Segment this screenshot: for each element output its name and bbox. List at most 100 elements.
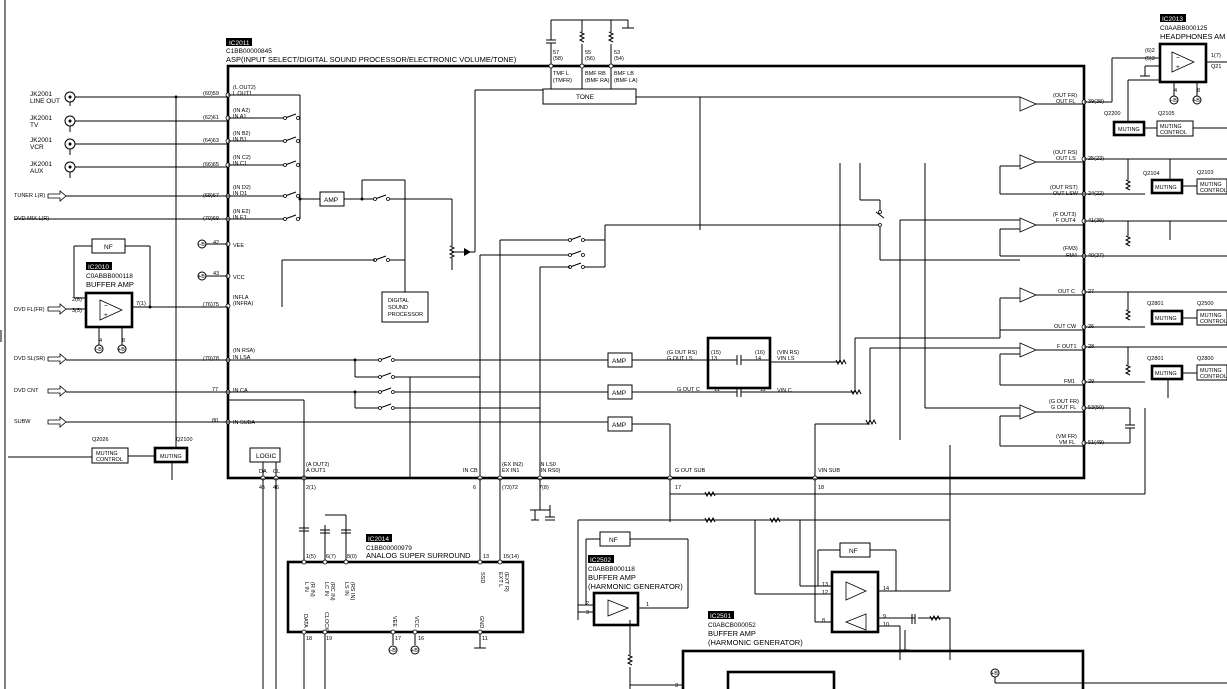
svg-text:1(7): 1(7) <box>1211 53 1221 59</box>
svg-text:19: 19 <box>326 636 332 642</box>
svg-text:Q21: Q21 <box>1211 64 1221 70</box>
svg-text:AMP: AMP <box>612 358 626 365</box>
vin-box: (15) 13 (16) 14 11 12 (VIN RS) VIN LS VI… <box>706 336 1020 478</box>
surround-amps: AMP AMP AMP (G OUT RS) G OUT LS G OUT C <box>607 350 708 478</box>
svg-text:ANALOG SUPER SURROUND: ANALOG SUPER SURROUND <box>366 551 471 560</box>
svg-text:GND: GND <box>478 616 484 628</box>
svg-text:PROCESSOR: PROCESSOR <box>388 312 423 318</box>
svg-text:C0ABBB000118: C0ABBB000118 <box>86 273 133 280</box>
svg-text:12: 12 <box>822 590 828 596</box>
svg-text:L IN: L IN <box>303 582 309 592</box>
svg-text:INFLA: INFLA <box>233 295 249 301</box>
svg-text:6: 6 <box>473 485 476 491</box>
ic2011-left-pins: (60)59(L OUT2)L OUT1 (62)61(IN A2)IN A1 … <box>203 85 256 426</box>
svg-text:(62)61: (62)61 <box>203 115 219 121</box>
svg-text:BMF LB: BMF LB <box>614 71 634 77</box>
svg-text:3: 3 <box>675 683 678 689</box>
svg-text:IN SUBA: IN SUBA <box>233 420 255 426</box>
svg-text:(IN B2): (IN B2) <box>233 131 251 137</box>
svg-text:(G OUT RS): (G OUT RS) <box>667 350 697 356</box>
svg-text:(6)2: (6)2 <box>1145 48 1155 54</box>
svg-text:IN C1: IN C1 <box>233 161 247 167</box>
svg-text:Q2105: Q2105 <box>1158 111 1175 117</box>
svg-text:MUTING: MUTING <box>160 454 182 460</box>
svg-text:MUTING: MUTING <box>1155 316 1177 322</box>
svg-text:−B: −B <box>389 648 396 654</box>
svg-text:(RC IN): (RC IN) <box>329 582 335 601</box>
left-pin-61: (62)61(IN A2)IN A1 <box>203 108 250 121</box>
svg-text:TV: TV <box>30 122 39 129</box>
svg-text:Q2104: Q2104 <box>1143 171 1160 177</box>
svg-text:EXT L: EXT L <box>497 572 503 587</box>
digital-sound-processor: DIGITAL SOUND PROCESSOR <box>381 291 429 323</box>
internal-bus <box>479 97 1020 478</box>
svg-text:NF: NF <box>104 244 113 251</box>
svg-text:7(8): 7(8) <box>539 485 549 491</box>
ic2014-block: IC2014 C1BB00000979 ANALOG SUPER SURROUN… <box>286 514 525 689</box>
svg-text:(G OUT FR): (G OUT FR) <box>1049 399 1079 405</box>
svg-text:IN LSA: IN LSA <box>233 355 251 361</box>
svg-text:MUTING: MUTING <box>1118 127 1140 133</box>
svg-text:+: + <box>104 312 108 319</box>
svg-text:LOGIC: LOGIC <box>256 453 277 460</box>
svg-text:MUTING: MUTING <box>1155 185 1177 191</box>
svg-text:Q2801: Q2801 <box>1147 356 1164 362</box>
svg-text:F OUT1: F OUT1 <box>1057 344 1077 350</box>
svg-text:LINE OUT: LINE OUT <box>30 98 60 105</box>
svg-text:(IN RS0): (IN RS0) <box>539 468 561 474</box>
svg-text:IN A1: IN A1 <box>233 114 246 120</box>
dvd-cnt-label: DVD CNT <box>14 388 39 394</box>
svg-text:DATA: DATA <box>302 614 308 628</box>
svg-text:55: 55 <box>585 50 591 56</box>
svg-text:CL: CL <box>273 469 280 475</box>
svg-text:CONTROL: CONTROL <box>1200 374 1227 380</box>
svg-text:MUTING: MUTING <box>1200 182 1222 188</box>
svg-text:14: 14 <box>883 586 889 592</box>
svg-text:−: − <box>1176 55 1180 62</box>
svg-text:+B: +B <box>411 648 418 654</box>
svg-text:VM FL: VM FL <box>1059 440 1075 446</box>
svg-text:+B: +B <box>991 671 998 677</box>
svg-text:AMP: AMP <box>324 197 338 204</box>
svg-text:L OUT1: L OUT1 <box>233 91 252 97</box>
svg-text:−B: −B <box>1170 98 1177 104</box>
svg-text:VIN LS: VIN LS <box>777 356 795 362</box>
svg-text:MUTING: MUTING <box>96 451 118 457</box>
svg-text:15(14): 15(14) <box>503 554 519 560</box>
svg-text:17: 17 <box>675 485 681 491</box>
input-signals: TUNER L(R) DVD MIX L(R) DVD FL(FR) DVD S… <box>14 190 228 428</box>
svg-text:MUTING: MUTING <box>1200 368 1222 374</box>
svg-text:(L OUT2): (L OUT2) <box>233 85 256 91</box>
output-buffers <box>999 96 1084 447</box>
svg-text:LS IN: LS IN <box>343 582 349 596</box>
svg-text:Q2103: Q2103 <box>1197 170 1214 176</box>
svg-text:VCC: VCC <box>233 275 245 281</box>
svg-text:4: 4 <box>99 338 102 344</box>
svg-text:42: 42 <box>213 240 219 246</box>
svg-text:OUT C: OUT C <box>1058 289 1075 295</box>
svg-text:SOUND: SOUND <box>388 305 408 311</box>
ic2501-block: IC2501 C0ABCB000052 BUFFER AMP (HARMONIC… <box>630 445 1227 689</box>
svg-text:18: 18 <box>306 636 312 642</box>
main-amp: AMP <box>281 179 452 307</box>
svg-text:IN LS0: IN LS0 <box>539 462 556 468</box>
left-pin-78: (79)78(IN RSA)IN LSA <box>203 348 255 362</box>
svg-text:(FM3): (FM3) <box>1063 246 1078 252</box>
svg-text:BMF RB: BMF RB <box>585 71 606 77</box>
svg-text:LC IN: LC IN <box>323 582 329 596</box>
svg-text:A OUT1: A OUT1 <box>306 468 326 474</box>
svg-text:NF: NF <box>849 548 858 555</box>
svg-text:G OUT FL: G OUT FL <box>1051 405 1076 411</box>
svg-text:6(7): 6(7) <box>326 554 336 560</box>
svg-text:(79)78: (79)78 <box>203 356 219 362</box>
ic2011-part: C1BB00000845 <box>226 48 272 55</box>
svg-text:Q2026: Q2026 <box>92 437 109 443</box>
svg-text:(HARMONIC GENERATOR): (HARMONIC GENERATOR) <box>708 638 803 647</box>
svg-text:8(0): 8(0) <box>347 554 357 560</box>
svg-text:G OUT LS: G OUT LS <box>667 356 693 362</box>
